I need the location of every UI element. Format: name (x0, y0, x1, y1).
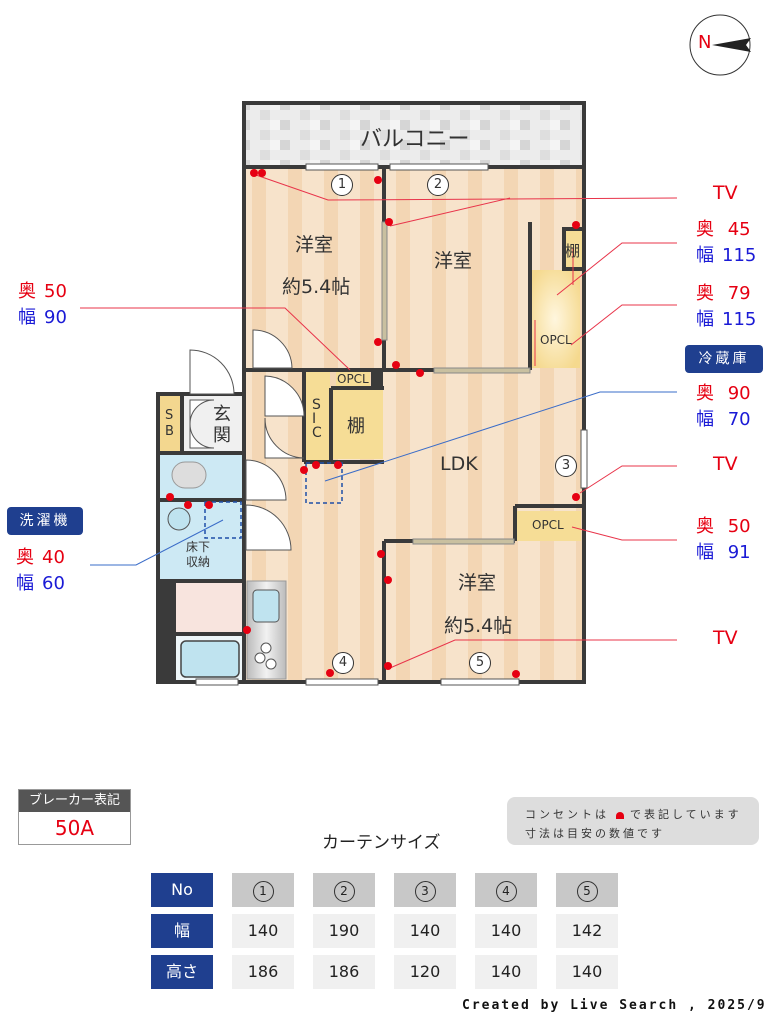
room-west-size: 約5.4帖 (282, 276, 351, 298)
window-5-marker: 5 (469, 652, 491, 674)
tana-closet-2 (566, 231, 582, 269)
col-4-width: 140 (475, 914, 537, 948)
col-2-no: 2 (313, 873, 375, 907)
breaker-label: ブレーカー表記 (19, 790, 130, 812)
compass-icon (689, 14, 751, 76)
room-center-name: 洋室 (434, 250, 473, 272)
col-1-height: 186 (232, 955, 294, 989)
opcl-closet-2 (530, 270, 580, 368)
sb-label: S B (165, 408, 174, 439)
tv-label-3: TV (713, 627, 738, 649)
window-2-marker: 2 (427, 174, 449, 196)
sic-closet (306, 372, 330, 460)
legend-note: コンセントは で表記しています 寸法は目安の数値です (507, 797, 759, 845)
shoe-box (158, 396, 182, 452)
dim-fridge: 奥 90 幅 70 (696, 383, 751, 430)
col-5-height: 140 (556, 955, 618, 989)
balcony (242, 101, 586, 169)
room-west-name: 洋室 (295, 234, 334, 256)
genkan-label: 玄 関 (213, 404, 231, 446)
tv-label-1: TV (713, 182, 738, 204)
col-1-no: 1 (232, 873, 294, 907)
tana-label-1: 棚 (347, 416, 365, 437)
col-5-no: 5 (556, 873, 618, 907)
toilet-bowl (171, 461, 207, 489)
col-4-no: 4 (475, 873, 537, 907)
col-3-no: 3 (394, 873, 456, 907)
curtain-size-title: カーテンサイズ (322, 833, 441, 853)
col-2-height: 186 (313, 955, 375, 989)
sic-label: S I C (312, 397, 322, 441)
col-1-width: 140 (232, 914, 294, 948)
breaker-box: ブレーカー表記 50A (18, 789, 131, 845)
balcony-label: バルコニー (360, 127, 470, 152)
col-5-width: 142 (556, 914, 618, 948)
window-4-marker: 4 (332, 652, 354, 674)
opcl-closet-3 (517, 511, 581, 541)
breaker-value: 50A (19, 812, 130, 844)
col-3-width: 140 (394, 914, 456, 948)
underfloor-storage-label: 床下 収納 (186, 540, 211, 569)
room-south-size: 約5.4帖 (444, 615, 513, 637)
washbasin (167, 507, 191, 531)
washer-space (204, 501, 242, 539)
room-south-name: 洋室 (458, 572, 497, 594)
bath-dressing (176, 583, 244, 633)
fridge-tag: 冷蔵庫 (685, 345, 763, 373)
tana-closet-1 (333, 388, 383, 459)
col-3-height: 120 (394, 955, 456, 989)
ldk-name: LDK (440, 453, 478, 475)
compass-north-label: N (698, 32, 712, 53)
fridge-space (305, 462, 343, 504)
opcl-label-3: OPCL (532, 518, 564, 532)
window-1-marker: 1 (331, 174, 353, 196)
col-4-height: 140 (475, 955, 537, 989)
washer-tag: 洗濯機 (7, 507, 83, 535)
col-2-width: 190 (313, 914, 375, 948)
opcl-label-1: OPCL (337, 372, 369, 386)
tana-label-2: 棚 (565, 242, 581, 260)
tv-label-2: TV (713, 453, 738, 475)
outlet-icon (615, 811, 624, 819)
header-height: 高さ (151, 955, 213, 989)
window-3-marker: 3 (555, 455, 577, 477)
header-no: No (151, 873, 213, 907)
dim-right-3: 奥 50 幅 91 (696, 516, 751, 563)
credit-line: Created by Live Search , 2025/9 (462, 998, 767, 1013)
opcl-closet-1 (336, 370, 370, 388)
opcl-label-2: OPCL (540, 333, 572, 347)
bathtub (180, 640, 240, 678)
header-width: 幅 (151, 914, 213, 948)
